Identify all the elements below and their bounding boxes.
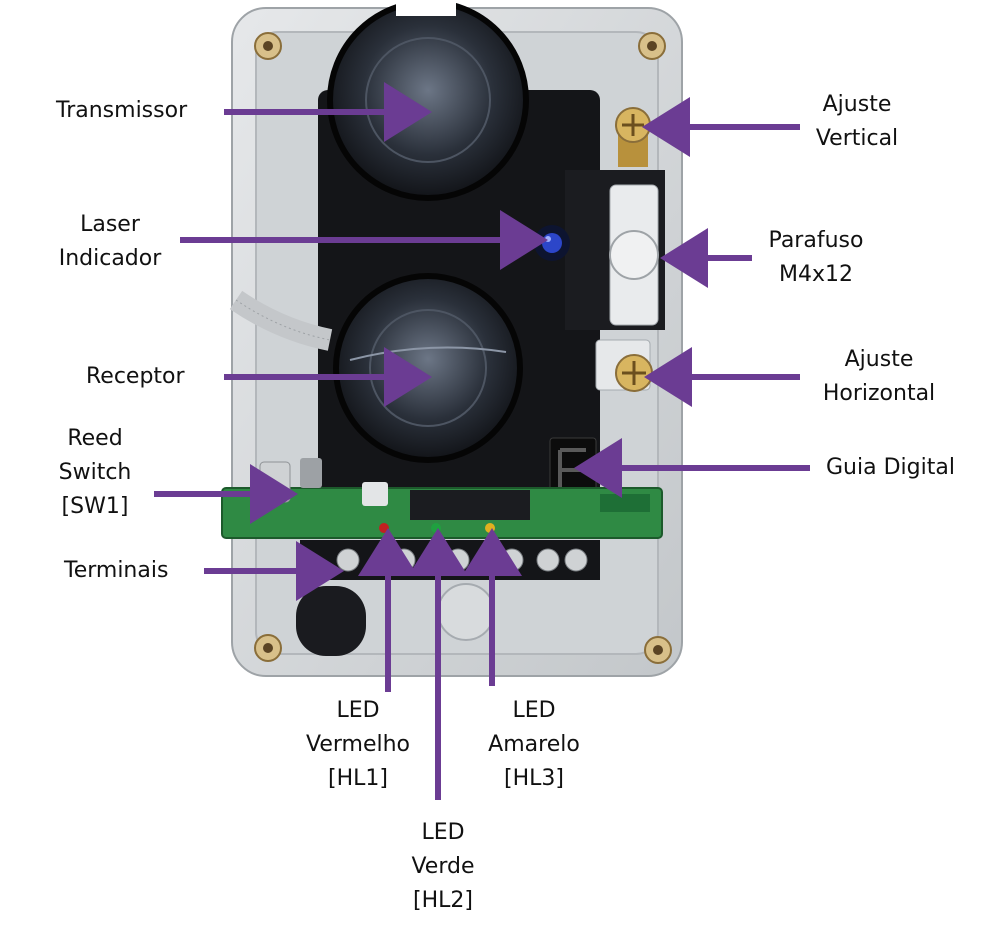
label-reed-line3: [SW1]	[61, 494, 129, 519]
label-ajuste-vertical: Ajuste Vertical	[802, 88, 912, 156]
led-red	[379, 523, 389, 533]
label-ajuste-horizontal: Ajuste Horizontal	[804, 343, 954, 411]
label-led-yellow-line2: Amarelo	[488, 732, 580, 757]
ribbon-cable	[229, 290, 333, 351]
laser-indicator	[534, 225, 570, 261]
label-led-vermelho: LED Vermelho [HL1]	[298, 694, 418, 796]
label-parafuso-line1: Parafuso	[768, 228, 864, 253]
label-guia-text: Guia Digital	[826, 455, 955, 480]
label-led-green-line2: Verde	[411, 854, 475, 879]
led-yellow	[485, 523, 495, 533]
label-reed-switch: Reed Switch [SW1]	[40, 422, 150, 524]
label-parafuso-line2: M4x12	[779, 262, 853, 287]
horizontal-adjust-screw	[595, 339, 653, 392]
label-laser-line1: Laser	[80, 212, 140, 237]
label-led-yellow-line1: LED	[512, 698, 556, 723]
label-led-verde: LED Verde [HL2]	[388, 816, 498, 918]
label-led-green-line3: [HL2]	[413, 888, 473, 913]
label-led-green-line1: LED	[421, 820, 465, 845]
label-ajuste-v-line2: Vertical	[815, 126, 899, 151]
label-transmissor-text: Transmissor	[56, 98, 188, 123]
label-led-amarelo: LED Amarelo [HL3]	[474, 694, 594, 796]
receiver-lens	[333, 273, 523, 463]
label-receptor: Receptor	[86, 360, 185, 394]
label-led-red-line1: LED	[336, 698, 380, 723]
led-green	[431, 523, 441, 533]
label-led-red-line3: [HL1]	[328, 766, 388, 791]
label-transmissor: Transmissor	[56, 94, 187, 128]
label-led-red-line2: Vermelho	[305, 732, 411, 757]
label-reed-line1: Reed	[67, 426, 123, 451]
callout-arrows	[154, 82, 810, 800]
transmitter-lens	[327, 0, 529, 201]
label-terminais-text: Terminais	[64, 558, 169, 583]
label-parafuso: Parafuso M4x12	[756, 224, 876, 292]
label-receptor-text: Receptor	[86, 364, 185, 389]
label-ajuste-h-line2: Horizontal	[822, 381, 936, 406]
label-ajuste-h-line1: Ajuste	[844, 347, 914, 372]
vertical-adjust-screw	[615, 107, 651, 167]
label-ajuste-v-line1: Ajuste	[822, 92, 892, 117]
label-laser-line2: Indicador	[58, 246, 162, 271]
label-led-yellow-line3: [HL3]	[504, 766, 564, 791]
label-guia-digital: Guia Digital	[826, 451, 955, 485]
label-terminais: Terminais	[64, 554, 168, 588]
label-laser-indicador: Laser Indicador	[50, 208, 170, 276]
corner-screws	[254, 32, 672, 664]
label-reed-line2: Switch	[58, 460, 132, 485]
